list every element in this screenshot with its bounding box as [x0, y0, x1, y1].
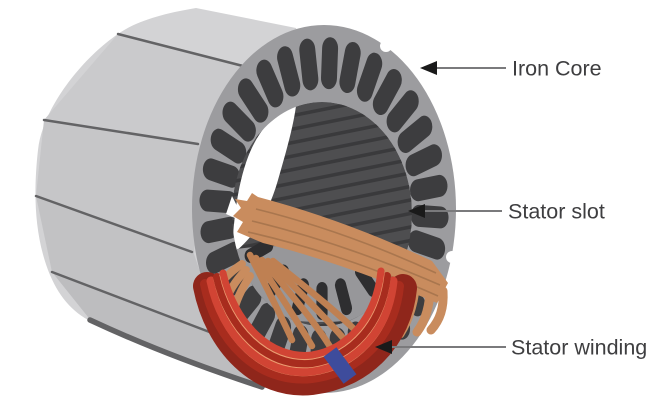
- stator-slot-shape: [222, 101, 256, 142]
- label-iron-core: Iron Core: [420, 57, 602, 81]
- callouts: Iron Core Stator slot Stator winding: [375, 57, 647, 360]
- body-seam-line: [42, 118, 200, 146]
- iron-core-label: Iron Core: [512, 57, 602, 81]
- copper-strap: [246, 251, 296, 344]
- stator-slot-shape: [339, 41, 361, 94]
- copper-ribbon: [233, 193, 448, 303]
- stator-slot-shape: [372, 68, 402, 116]
- copper-seam-line: [255, 208, 437, 274]
- stator-slot-shape: [256, 59, 284, 108]
- body-panel: [36, 196, 222, 338]
- stator-slot-shape: [202, 158, 240, 188]
- copper-seam-line: [251, 220, 441, 286]
- arrowhead-icon: [420, 61, 437, 75]
- stator-slot-shape: [237, 78, 269, 123]
- stator-slot-shape: [299, 38, 319, 91]
- ring-notch: [446, 251, 458, 263]
- stator-slot-shape: [386, 90, 419, 133]
- red-strand: [200, 279, 404, 384]
- copper-strap: [252, 254, 316, 350]
- body-seam-line: [50, 270, 222, 338]
- stator-slot-shape: [210, 128, 247, 164]
- label-stator-slot: Stator slot: [408, 200, 605, 224]
- body-panel: [52, 272, 264, 388]
- stator-slot-shape: [356, 52, 383, 102]
- stator-slot-shape: [320, 37, 339, 90]
- stator-slot-shape: [200, 216, 238, 244]
- body-bottom-shadow: [87, 317, 265, 390]
- stator-slot-shape: [199, 189, 238, 214]
- red-strand: [213, 272, 391, 368]
- stator-slot-shape: [397, 115, 433, 154]
- stator-slot-shape: [405, 144, 443, 177]
- body-panel: [36, 120, 200, 254]
- stator-winding-label: Stator winding: [511, 336, 647, 360]
- copper-strap: [426, 286, 448, 335]
- stator-slot-shape: [408, 230, 446, 260]
- red-strand-sep: [219, 272, 385, 361]
- bore-floor-slot-shape: [334, 278, 353, 316]
- copper-strap: [258, 256, 336, 354]
- ring-notch: [380, 40, 392, 52]
- body-seam-line: [34, 194, 194, 254]
- body-seam-line: [116, 32, 245, 68]
- body-panel: [44, 34, 243, 144]
- red-winding-bundle: [193, 267, 417, 396]
- stator-slot-shape: [277, 46, 301, 97]
- stator-windings: [193, 193, 448, 396]
- winding-tie-band: [323, 347, 357, 384]
- arrowhead-icon: [375, 340, 392, 354]
- red-strand: [219, 267, 385, 359]
- label-stator-winding: Stator winding: [375, 336, 647, 360]
- ring-notch: [439, 101, 449, 111]
- stator-slot-shape: [410, 174, 448, 202]
- body-seams: [34, 32, 265, 390]
- red-strand: [206, 276, 398, 377]
- arrowhead-icon: [408, 204, 425, 218]
- stator-slot-shape: [205, 241, 243, 274]
- stator-slot-label: Stator slot: [508, 200, 605, 224]
